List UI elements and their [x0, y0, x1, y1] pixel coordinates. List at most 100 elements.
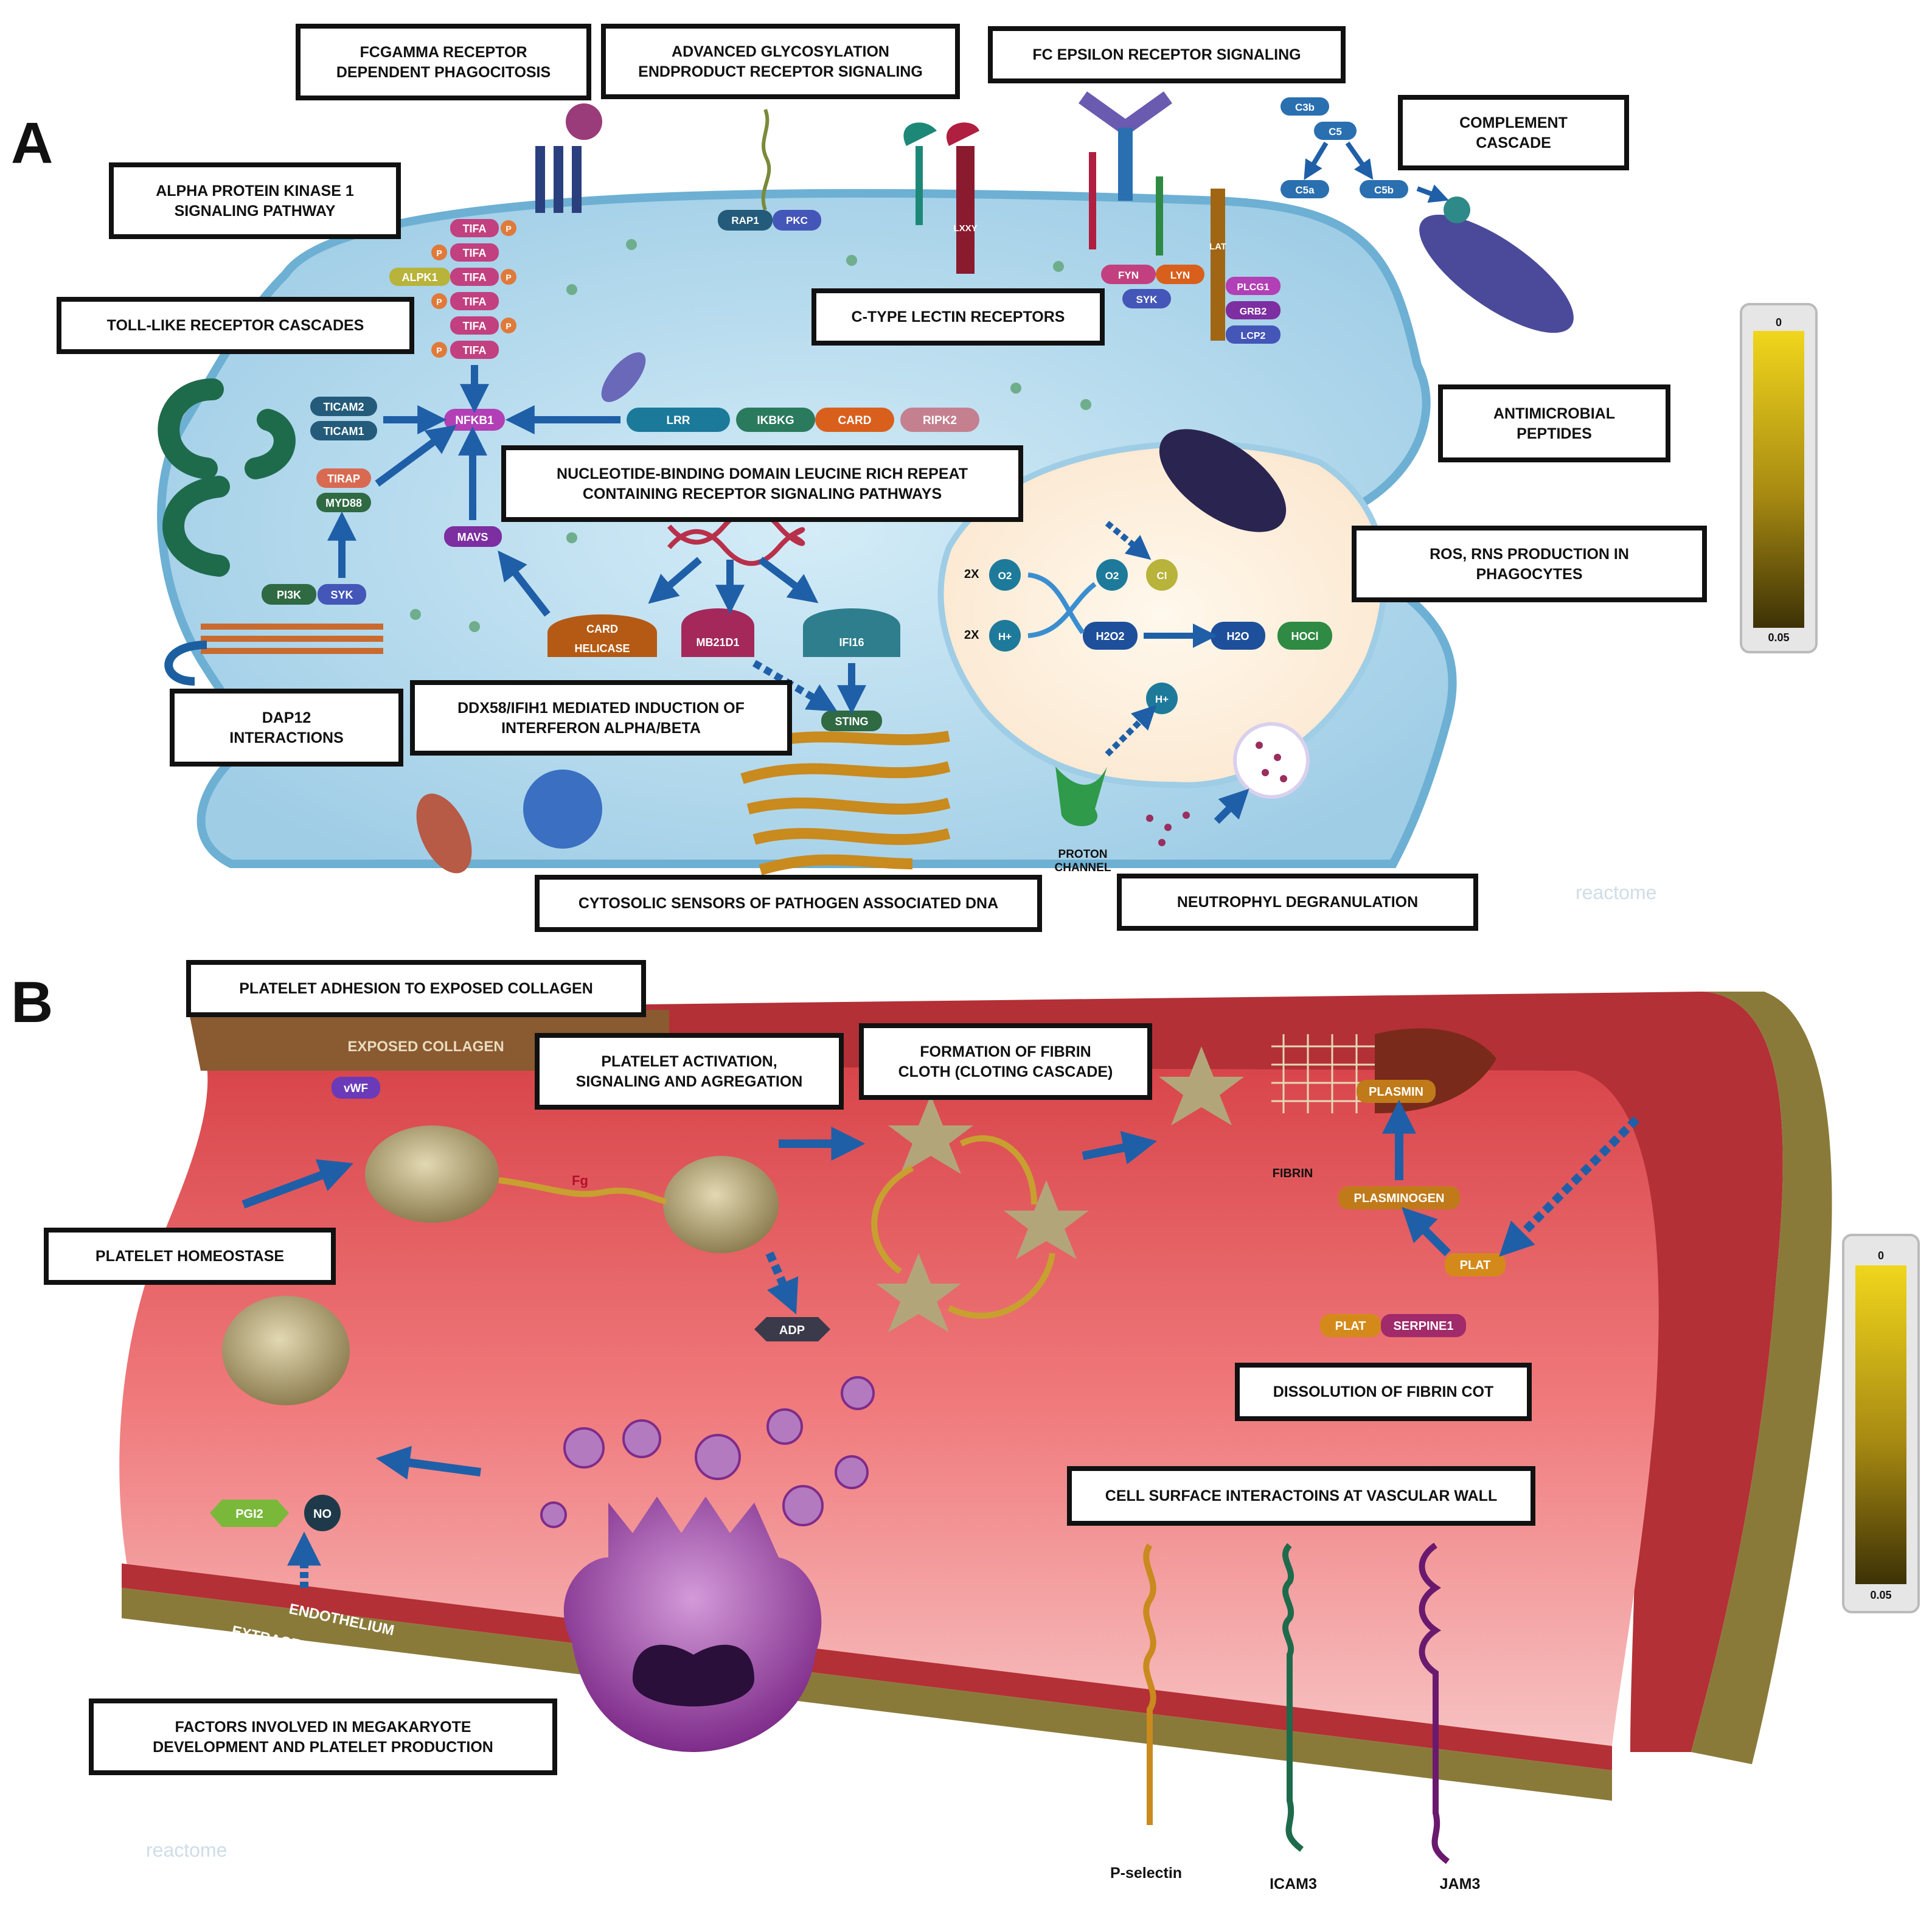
tifa-row-2: TIFA — [450, 243, 499, 262]
svg-text:ENDPRODUCT RECEPTOR SIGNALING: ENDPRODUCT RECEPTOR SIGNALING — [638, 63, 923, 80]
svg-text:0.05: 0.05 — [1768, 631, 1789, 644]
svg-text:LRR: LRR — [666, 414, 690, 427]
ifi16-shape: IFI16 — [803, 608, 900, 657]
plasmin-pill: PLASMIN — [1357, 1080, 1436, 1103]
mitochondrion — [416, 793, 472, 874]
pik-pill: PI3K — [262, 584, 316, 605]
granule-dots — [1146, 742, 1287, 846]
svg-text:FC EPSILON RECEPTOR SIGNALING: FC EPSILON RECEPTOR SIGNALING — [1032, 46, 1301, 63]
granule-vesicle — [1233, 722, 1310, 799]
svg-text:TIFA: TIFA — [463, 344, 487, 356]
nlr-ligand — [601, 352, 646, 402]
svg-text:INTERACTIONS: INTERACTIONS — [229, 729, 344, 746]
svg-text:TIFA: TIFA — [463, 320, 487, 332]
age-receptor: RAP1 PKC — [718, 108, 821, 231]
svg-text:TIFA: TIFA — [463, 223, 487, 235]
alpk1-pill: ALPK1 — [389, 268, 450, 286]
tifa-row-3: TIFA — [450, 268, 499, 286]
label-cell-surface: CELL SURFACE INTERACTOINS AT VASCULAR WA… — [1067, 1466, 1535, 1526]
phospho-4 — [431, 293, 447, 309]
endothelium-band — [122, 1563, 1612, 1770]
pgi2-pill: PGI2 — [210, 1500, 289, 1527]
svg-text:H+: H+ — [1155, 694, 1169, 705]
svg-text:TICAM2: TICAM2 — [324, 401, 364, 413]
proton-channel: PROTON CHANNEL — [1055, 767, 1111, 874]
svg-text:SIGNALING AND AGREGATION: SIGNALING AND AGREGATION — [576, 1073, 803, 1090]
card-helicase: CARD HELICASE — [547, 614, 657, 657]
svg-text:SERPINE1: SERPINE1 — [1394, 1320, 1454, 1333]
svg-text:PEPTIDES: PEPTIDES — [1517, 425, 1592, 442]
svg-text:MYD88: MYD88 — [325, 497, 362, 509]
phospho-3 — [501, 269, 516, 285]
er-membrane — [740, 731, 951, 875]
svg-text:PHAGOCYTES: PHAGOCYTES — [1476, 566, 1582, 583]
svg-text:PLATELET HOMEOSTASE: PLATELET HOMEOSTASE — [96, 1248, 284, 1265]
svg-text:LAT: LAT — [1209, 242, 1226, 252]
svg-text:ADP: ADP — [779, 1324, 805, 1337]
svg-text:C5b: C5b — [1374, 184, 1394, 196]
svg-text:DAP12: DAP12 — [262, 709, 311, 726]
svg-text:PGI2: PGI2 — [235, 1507, 263, 1521]
fc-epsilon-receptor: LAT FYN LYN SYK PLCG1 GRB2 LCP2 — [1079, 91, 1280, 344]
label-dissolution: DISSOLUTION OF FIBRIN COT — [1235, 1363, 1532, 1421]
phospho-1 — [501, 220, 516, 236]
svg-text:TIRAP: TIRAP — [327, 473, 360, 485]
megakaryocyte-nucleus — [633, 1644, 754, 1706]
label-homeostase: PLATELET HOMEOSTASE — [44, 1228, 336, 1285]
svg-text:IFI16: IFI16 — [839, 636, 864, 649]
label-fc-epsilon: FC EPSILON RECEPTOR SIGNALING — [988, 26, 1346, 83]
svg-text:DEVELOPMENT AND PLATELET PRODU: DEVELOPMENT AND PLATELET PRODUCTION — [153, 1739, 493, 1756]
fg-label: Fg — [572, 1173, 588, 1188]
svg-text:Cl: Cl — [1157, 570, 1167, 582]
label-tlr: TOLL-LIKE RECEPTOR CASCADES — [57, 297, 414, 354]
svg-text:DDX58/IFIH1 MEDIATED INDUCTION: DDX58/IFIH1 MEDIATED INDUCTION OF — [457, 700, 745, 717]
platelet-activating — [663, 1156, 779, 1253]
plat-pill-2: PLAT — [1320, 1314, 1381, 1337]
svg-text:ANTIMICROBIAL: ANTIMICROBIAL — [1493, 405, 1615, 422]
svg-text:FORMATION OF FIBRIN: FORMATION OF FIBRIN — [920, 1043, 1091, 1060]
svg-text:PLCG1: PLCG1 — [1237, 282, 1269, 293]
ros-chemistry: 2X O2 2X H+ O2 Cl H2O2 H2O HOCl H+ — [964, 521, 1332, 757]
tirap-pill: TIRAP — [316, 468, 371, 488]
vwf-pill: vWF — [332, 1077, 380, 1099]
svg-text:PLASMINOGEN: PLASMINOGEN — [1354, 1192, 1445, 1205]
svg-text:P: P — [506, 224, 511, 234]
label-dap12: DAP12 INTERACTIONS — [170, 689, 403, 767]
label-ros: ROS, RNS PRODUCTION IN PHAGOCYTES — [1352, 526, 1707, 602]
phospho-6 — [431, 342, 447, 358]
label-neutrophyl: NEUTROPHYL DEGRANULATION — [1117, 874, 1478, 931]
svg-text:NUCLEOTIDE-BINDING DOMAIN LEUC: NUCLEOTIDE-BINDING DOMAIN LEUCINE RICH R… — [557, 465, 968, 482]
label-fcgamma: FCGAMMA RECEPTOR DEPENDENT PHAGOCITOSIS — [296, 24, 591, 100]
tifa-stack: TIFA TIFA ALPK1 TIFA TIFA TIFA TIFA P P … — [389, 219, 516, 359]
label-megakaryote: FACTORS INVOLVED IN MEGAKARYOTE DEVELOPM… — [89, 1699, 557, 1775]
svg-text:INTERFERON ALPHA/BETA: INTERFERON ALPHA/BETA — [501, 720, 701, 737]
svg-text:SYK: SYK — [1136, 294, 1158, 305]
svg-text:C3b: C3b — [1295, 102, 1315, 113]
tifa-row-1: TIFA — [450, 219, 499, 237]
svg-text:TIFA: TIFA — [463, 271, 487, 283]
svg-text:P: P — [436, 346, 442, 355]
svg-text:MAVS: MAVS — [457, 531, 488, 543]
dap12-receptor — [201, 624, 383, 654]
label-alpk1: ALPHA PROTEIN KINASE 1 SIGNALING PATHWAY — [109, 162, 401, 239]
label-fibrin-formation: FORMATION OF FIBRIN CLOTH (CLOTING CASCA… — [859, 1023, 1152, 1100]
jam3-receptor — [1419, 1542, 1450, 1864]
phospho-2 — [431, 245, 447, 260]
svg-text:P: P — [506, 273, 511, 282]
svg-text:H2O2: H2O2 — [1096, 630, 1124, 642]
svg-text:NFKB1: NFKB1 — [455, 414, 494, 427]
svg-text:NO: NO — [313, 1507, 332, 1521]
label-nlr: NUCLEOTIDE-BINDING DOMAIN LEUCINE RICH R… — [501, 445, 1023, 522]
svg-text:P: P — [436, 297, 442, 307]
legend-b: 0 0.05 — [1842, 1234, 1920, 1613]
svg-text:LYN: LYN — [1170, 269, 1190, 281]
svg-text:TICAM1: TICAM1 — [324, 425, 364, 437]
label-clr: C-TYPE LECTIN RECEPTORS — [811, 288, 1105, 346]
tlr-receptor — [158, 378, 296, 577]
fcgamma-receptor — [535, 103, 602, 213]
icam3-receptor — [1282, 1543, 1304, 1852]
vessel-right-edge — [1691, 992, 1832, 1764]
tifa-row-6: TIFA — [450, 341, 499, 359]
svg-text:CELL SURFACE INTERACTOINS AT V: CELL SURFACE INTERACTOINS AT VASCULAR WA… — [1105, 1487, 1497, 1504]
